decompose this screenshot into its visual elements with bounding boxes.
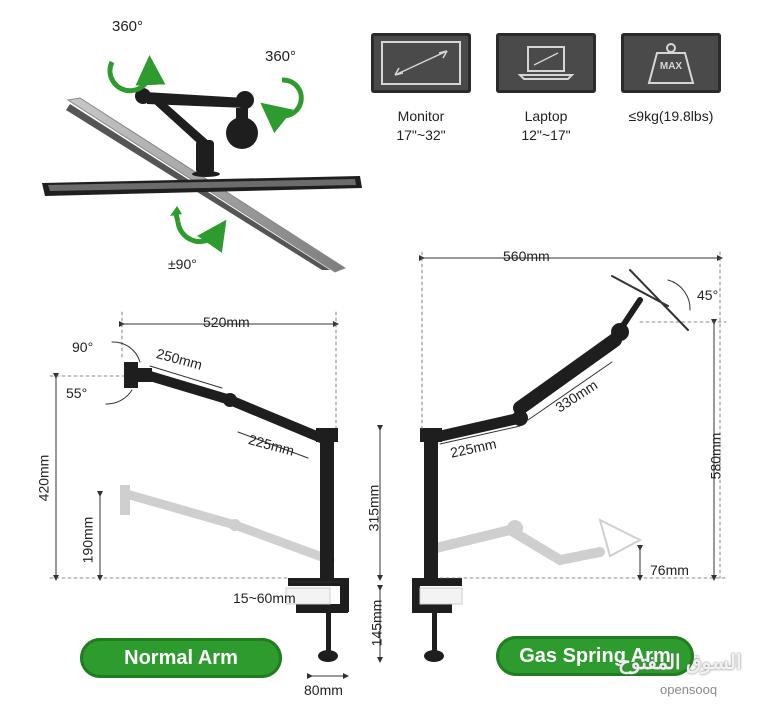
gas-offset-label: 76mm — [650, 562, 689, 578]
normal-clamp-depth-label: 145mm — [368, 599, 385, 647]
spec-laptop-range: 12"~17" — [521, 127, 571, 143]
normal-tilt-down-label: 55° — [66, 385, 88, 401]
normal-pole-label: 315mm — [365, 484, 382, 532]
spec-weight-name: ≤9kg(19.8lbs) — [628, 108, 714, 124]
normal-height-total-label: 420mm — [35, 454, 52, 502]
spec-weight-caption: ≤9kg(19.8lbs) — [611, 107, 731, 126]
monitor-spec-icon — [371, 33, 471, 93]
gas-spring-arm-badge: Gas Spring Arm — [496, 636, 694, 676]
gas-arm-diagram — [412, 251, 727, 662]
normal-base-width-label: 80mm — [304, 682, 343, 698]
watermark-latin: opensooq — [660, 682, 718, 697]
gas-width-label: 560mm — [503, 248, 550, 264]
rotation-label-left: 360° — [112, 18, 144, 35]
spec-laptop-name: Laptop — [524, 108, 568, 124]
spec-laptop-caption: Laptop 12"~17" — [486, 107, 606, 145]
gas-tilt-label: 45° — [697, 287, 719, 303]
normal-height-low-label: 190mm — [79, 516, 96, 564]
tilt-label: ±90° — [168, 256, 197, 272]
rotate-arrow-left-icon — [107, 55, 166, 94]
weight-spec-icon: MAX — [621, 33, 721, 93]
normal-arm-badge: Normal Arm — [80, 638, 282, 678]
normal-tilt-up-label: 90° — [72, 339, 94, 355]
laptop-spec-icon — [496, 33, 596, 93]
watermark-arabic: السوق المفتوح — [618, 652, 742, 674]
normal-clamp-range-label: 15~60mm — [233, 590, 296, 606]
normal-arm-diagram — [49, 311, 383, 679]
spec-monitor-caption: Monitor 17"~32" — [361, 107, 481, 145]
spec-monitor-range: 17"~32" — [396, 127, 446, 143]
weight-max-text: MAX — [659, 61, 683, 72]
gas-height-label: 580mm — [707, 432, 724, 480]
tilt-arrow-icon — [175, 219, 227, 253]
arm-upper — [145, 92, 246, 108]
spec-monitor-name: Monitor — [397, 108, 445, 124]
normal-width-label: 520mm — [203, 314, 250, 330]
rotate-arrow-right-icon — [260, 77, 304, 134]
rotation-label-right: 360° — [265, 48, 297, 65]
